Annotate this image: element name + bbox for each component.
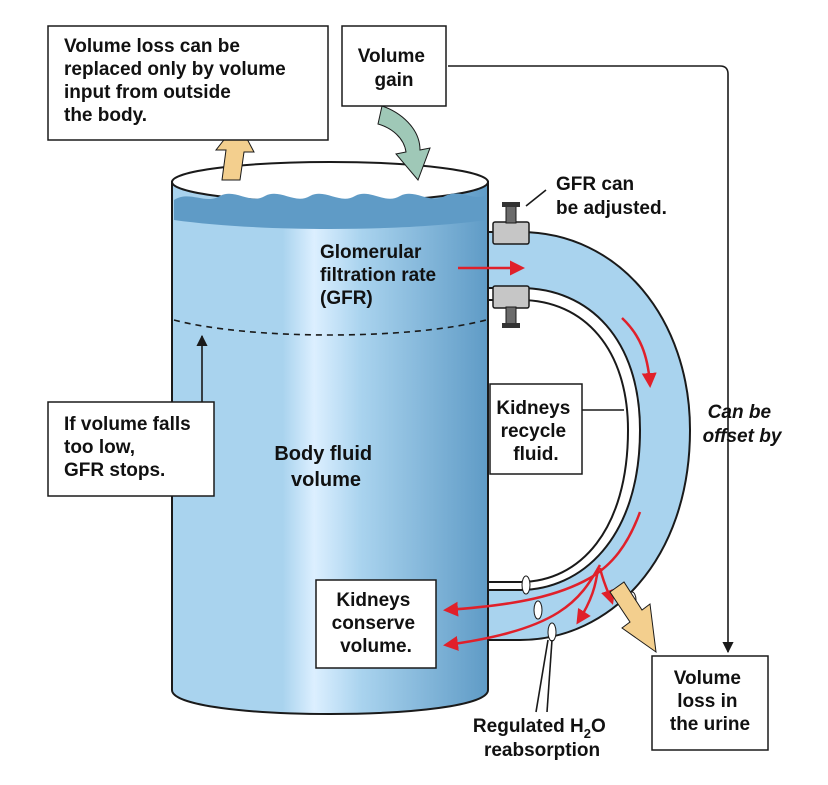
low-volume-dashed-line — [173, 319, 487, 336]
volume-falls-box — [47, 401, 215, 497]
kidneys-recycle-box — [489, 383, 583, 475]
volume-gain-arrow — [377, 105, 431, 181]
urine-loss-arrow — [609, 581, 657, 654]
volume-gain-box — [341, 25, 447, 107]
volume-loss-urine-label: Volume loss in the urine — [670, 668, 750, 735]
kidneys-conserve-box — [315, 579, 437, 669]
kidneys-conserve-label: Kidneys conserve volume. — [332, 590, 421, 657]
kidneys-recycle-label: Kidneys recycle fluid. — [496, 398, 575, 465]
volume-loss-urine-box — [651, 655, 769, 751]
volume-gain-label: Volume gain — [358, 46, 431, 91]
water-surface — [174, 193, 486, 229]
can-be-offset-label: Can be offset by — [703, 402, 783, 447]
volume-loss-replaced-label: Volume loss can be replaced only by volu… — [64, 36, 291, 126]
volume-falls-label: If volume falls too low, GFR stops. — [64, 414, 196, 481]
flow-arrow-icon — [443, 260, 657, 651]
volume-loss-replaced-box — [47, 25, 329, 141]
clamp-screw-icon — [492, 202, 530, 245]
clamp-screw-icon — [492, 285, 530, 328]
gfr-label: Glomerular filtration rate (GFR) — [320, 242, 441, 309]
gfr-adjusted-label: GFR can be adjusted. — [556, 174, 667, 219]
regulated-reabsorption-label: Regulated H2O reabsorption — [473, 716, 611, 761]
kidney-handle-tube — [487, 231, 692, 641]
body-fluid-volume-label: Body fluid volume — [274, 443, 377, 491]
